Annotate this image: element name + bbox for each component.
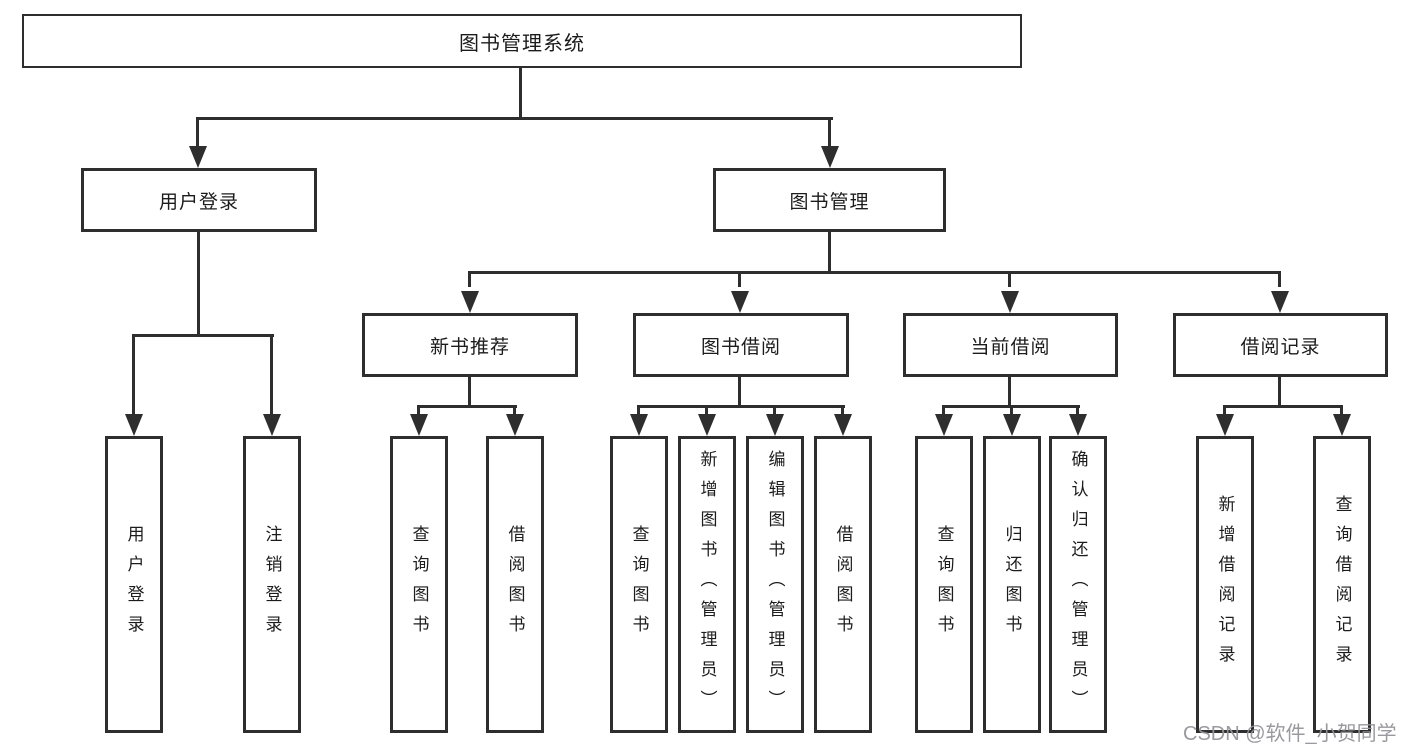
leaf-logout: 注销登录 [243,436,301,733]
node-library-management-system: 图书管理系统 [22,14,1022,68]
connector-line [1008,377,1011,407]
node-label: 图书管理系统 [459,32,585,55]
node-current-borrowing: 当前借阅 [903,313,1118,377]
leaf-borrowing-query-books: 查询图书 [610,436,668,733]
connector-line [417,405,420,416]
node-label: 图书管理 [789,191,870,213]
connector-line [1223,405,1343,408]
arrowhead-down-icon [189,146,207,168]
leaf-label: 用户登录 [124,524,144,645]
connector-line [1076,405,1079,416]
connector-line [637,405,845,408]
arrowhead-down-icon [1069,414,1087,436]
connector-line [197,232,200,336]
node-book-borrowing: 图书借阅 [633,313,849,377]
node-borrowing-records: 借阅记录 [1173,313,1388,377]
arrowhead-down-icon [731,291,749,313]
connector-line [1008,271,1011,287]
arrowhead-down-icon [821,146,839,168]
arrowhead-down-icon [630,414,648,436]
connector-line [738,271,741,287]
arrowhead-down-icon [1003,414,1021,436]
node-label: 借阅记录 [1240,336,1321,358]
node-new-book-recommend: 新书推荐 [362,313,578,377]
arrowhead-down-icon [263,414,281,436]
leaf-label: 注销登录 [262,524,282,645]
connector-line [417,405,517,408]
leaf-label: 借阅图书 [505,524,525,645]
connector-line [637,405,640,416]
arrowhead-down-icon [766,414,784,436]
arrowhead-down-icon [698,414,716,436]
node-user-login-branch: 用户登录 [81,168,317,232]
arrowhead-down-icon [506,414,524,436]
connector-line [1278,377,1281,407]
connector-line [513,405,516,416]
leaf-label: 查询图书 [629,524,649,645]
arrowhead-down-icon [1216,414,1234,436]
connector-line [196,117,833,120]
connector-line [196,117,199,148]
connector-line [1010,405,1013,416]
leaf-current-query-books: 查询图书 [915,436,973,733]
node-label: 新书推荐 [429,336,510,358]
csdn-watermark: CSDN @软件_小贺同学 [1183,723,1397,745]
connector-line [1278,271,1281,287]
node-book-management-branch: 图书管理 [713,168,946,232]
leaf-borrowing-borrow-books: 借阅图书 [814,436,872,733]
connector-line [773,405,776,416]
connector-line [942,405,945,416]
leaf-label: 确认归还（管理员） [1068,449,1088,720]
leaf-current-confirm-return-admin: 确认归还（管理员） [1049,436,1107,733]
connector-line [1223,405,1226,416]
arrowhead-down-icon [1333,414,1351,436]
leaf-label: 新增图书（管理员） [697,449,717,720]
connector-line [468,377,471,407]
connector-line [828,232,831,274]
arrowhead-down-icon [935,414,953,436]
leaf-label: 编辑图书（管理员） [765,449,785,720]
leaf-current-return-books: 归还图书 [983,436,1041,733]
node-label: 当前借阅 [970,336,1051,358]
connector-line [468,271,471,287]
leaf-label: 查询图书 [934,524,954,645]
connector-line [705,405,708,416]
arrowhead-down-icon [1271,291,1289,313]
leaf-label: 新增借阅记录 [1215,494,1235,675]
leaf-borrowing-edit-books-admin: 编辑图书（管理员） [746,436,804,733]
node-label: 用户登录 [158,191,239,213]
connector-line [841,405,844,416]
leaf-records-add-borrow-record: 新增借阅记录 [1196,436,1254,733]
connector-line [270,334,273,416]
leaf-recommend-borrow-books: 借阅图书 [486,436,544,733]
leaf-label: 查询图书 [409,524,429,645]
leaf-label: 归还图书 [1002,524,1022,645]
arrowhead-down-icon [410,414,428,436]
arrowhead-down-icon [1001,291,1019,313]
connector-line [828,117,831,148]
arrowhead-down-icon [461,291,479,313]
leaf-user-login: 用户登录 [105,436,163,733]
connector-line [468,271,1281,274]
connector-line [132,334,274,337]
arrowhead-down-icon [834,414,852,436]
leaf-recommend-query-books: 查询图书 [390,436,448,733]
connector-line [132,334,135,416]
leaf-borrowing-add-books-admin: 新增图书（管理员） [678,436,736,733]
leaf-label: 查询借阅记录 [1332,494,1352,675]
arrowhead-down-icon [125,414,143,436]
connector-line [738,377,741,407]
leaf-records-query-borrow-record: 查询借阅记录 [1313,436,1371,733]
node-label: 图书借阅 [700,336,781,358]
connector-line [1340,405,1343,416]
leaf-label: 借阅图书 [833,524,853,645]
connector-line [519,68,522,119]
